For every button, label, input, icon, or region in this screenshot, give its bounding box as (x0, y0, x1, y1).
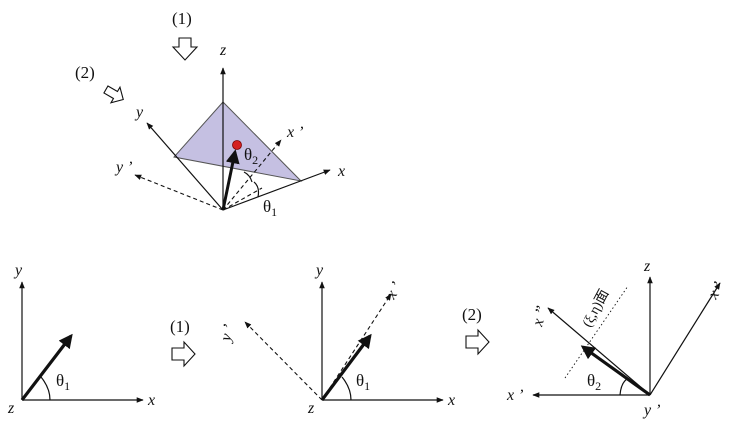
c-vector (580, 345, 651, 397)
theta2-arc (243, 171, 253, 183)
b-y-prime-axis (244, 321, 323, 401)
y-prime-label: y ’ (114, 159, 132, 176)
step1-down-arrow (171, 37, 199, 61)
c-x-prime-label: x ’ (506, 387, 523, 404)
step2-label: (2) (75, 63, 95, 82)
a-z-label: z (7, 400, 15, 417)
b-vector (320, 333, 372, 401)
b-y-prime-label: y ’ (217, 323, 238, 345)
b-y-label: y (314, 262, 324, 279)
point-marker (232, 140, 242, 150)
a-vector (20, 333, 73, 401)
projection-line (222, 187, 263, 211)
c-z-prime-label: x ’ (704, 279, 727, 303)
b-theta1-label: θ1 (356, 371, 370, 393)
panel-b: y x z y ’ x ’ θ1 (217, 262, 455, 417)
a-x-label: x (147, 392, 155, 409)
step2-diagonal-arrow (103, 85, 124, 104)
x-prime-axis (222, 139, 282, 211)
c-y-prime-label: y ’ (642, 402, 660, 419)
c-z-label: z (643, 258, 651, 275)
theta1-label: θ1 (263, 197, 277, 219)
c-theta2-label: θ2 (587, 371, 601, 393)
panel-a: y x z θ1 (7, 262, 155, 417)
c-theta2-arc (619, 378, 628, 396)
step1-mid-label: (1) (170, 317, 190, 336)
y-label: y (134, 104, 144, 121)
c-plane-label: (ξ,η)面 (580, 287, 612, 330)
step1-transition: (1) (170, 317, 196, 368)
panel-c: z x ’ x ’ x ’’ y ’ (ξ,η)面 θ2 (506, 258, 728, 419)
top-3d-diagram: z y x y ’ x ’ θ2 θ1 (1) (2) (75, 9, 345, 219)
y-axis (146, 122, 224, 211)
c-x-dprime-axis (547, 307, 651, 396)
theta1-arc (253, 181, 260, 198)
step2-mid-label: (2) (462, 305, 482, 324)
c-z-prime-axis (649, 282, 721, 396)
b-theta1-arc (341, 376, 352, 401)
x-label: x (337, 163, 345, 180)
x-axis (222, 169, 331, 211)
a-theta1-arc (40, 376, 51, 401)
b-z-label: z (307, 400, 315, 417)
step2-transition: (2) (462, 305, 490, 356)
b-x-prime-label: x ’ (382, 279, 405, 303)
b-x-label: x (447, 392, 455, 409)
y-prime-axis (134, 174, 224, 211)
a-y-label: y (13, 262, 23, 279)
c-plane-line (564, 285, 629, 379)
theta2-label: θ2 (244, 145, 258, 167)
vector (221, 149, 240, 211)
step2-right-arrow (465, 328, 490, 356)
a-theta1-label: θ1 (56, 371, 70, 393)
step1-label: (1) (172, 9, 192, 28)
step1-right-arrow (171, 340, 196, 368)
z-label: z (219, 42, 227, 59)
c-x-dprime-label: x ’’ (529, 304, 551, 329)
x-prime-label: x ’ (286, 124, 303, 141)
